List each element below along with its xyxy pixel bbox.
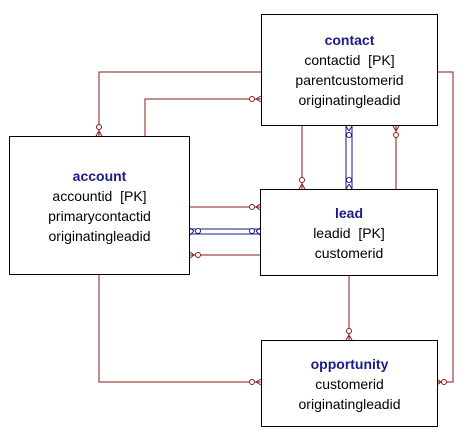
rel-contact-lead-right	[392, 125, 400, 189]
rel-account-contact-lower	[144, 95, 262, 136]
entity-title-contact: contact	[324, 32, 375, 48]
field-customerid: customerid	[315, 375, 384, 392]
field-originatingleadid: originatingleadid	[298, 92, 401, 108]
rel-account-lead-blue	[189, 227, 261, 236]
field-originatingleadid: originatingleadid	[48, 227, 151, 244]
rel-contact-lead-left	[298, 126, 306, 190]
rel-account-contact-top	[95, 71, 261, 137]
field-customerid: customerid	[314, 244, 384, 261]
rel-account-lead-lower	[189, 251, 260, 259]
entity-account[interactable]: account accountid [PK] primarycontactid …	[9, 136, 190, 275]
rel-contact-opportunity	[436, 71, 454, 386]
field-contactid: contactid [PK]	[304, 52, 395, 68]
entity-title-opportunity: opportunity	[310, 355, 389, 372]
field-primarycontactid: primarycontactid	[48, 207, 151, 224]
rel-lead-opportunity	[345, 276, 353, 341]
field-accountid: accountid [PK]	[52, 187, 147, 204]
field-originatingleadid: originatingleadid	[298, 395, 401, 412]
field-leadid: leadid [PK]	[313, 224, 385, 241]
entity-opportunity[interactable]: opportunity customerid originatingleadid	[261, 340, 438, 427]
rel-account-lead-top	[190, 203, 261, 211]
entity-title-lead: lead	[334, 204, 363, 221]
entity-lead[interactable]: lead leadid [PK] customerid	[260, 189, 438, 276]
entity-contact[interactable]: contact contactid [PK] parentcustomerid …	[261, 14, 438, 126]
field-parentcustomerid: parentcustomerid	[295, 72, 404, 88]
rel-contact-lead-blue	[345, 125, 353, 190]
rel-account-opportunity	[98, 274, 262, 386]
entity-title-account: account	[72, 167, 127, 184]
